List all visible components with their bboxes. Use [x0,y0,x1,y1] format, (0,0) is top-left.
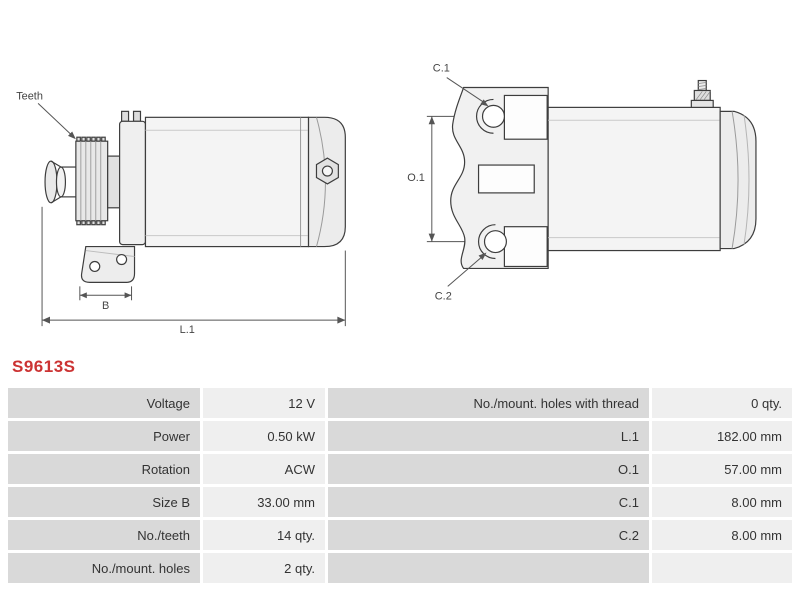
drawing-svg: L.1 B [16,63,757,336]
spec-value: 2 qty. [203,553,325,583]
flange-window-top [503,94,548,140]
teeth-callout [37,103,76,140]
dim-b-label: B [102,300,109,312]
spec-value: ACW [203,454,325,484]
spec-value: 14 qty. [203,520,325,550]
motor-body [144,116,310,248]
spec-table: Voltage 12 V No./mount. holes with threa… [8,388,792,583]
dim-o1-label: O.1 [407,172,425,184]
spec-value: 33.00 mm [203,487,325,517]
shaft-end [44,160,76,204]
spec-label: No./teeth [8,520,200,550]
spec-label [328,553,649,583]
hole-c1 [475,98,505,134]
spec-value: 182.00 mm [652,421,792,451]
spec-label: Rotation [8,454,200,484]
spec-value [652,553,792,583]
spec-value: 0.50 kW [203,421,325,451]
flange-window-bottom [503,226,548,268]
part-number: S9613S [12,357,76,376]
spec-label: O.1 [328,454,649,484]
hole-c2 [477,224,507,260]
c1-callout [446,77,489,107]
terminal-stud [690,79,714,108]
dim-l1-label: L.1 [180,324,195,336]
spec-value: 8.00 mm [652,487,792,517]
teeth-label: Teeth [16,90,43,102]
technical-drawing: L.1 B [16,63,757,336]
spec-label: No./mount. holes [8,553,200,583]
spec-value: 8.00 mm [652,520,792,550]
spec-label: C.2 [328,520,649,550]
hole-c1-label: C.1 [433,63,450,75]
dimension-b [79,286,133,301]
mounting-bracket [80,245,136,283]
shaft-collar [107,155,121,209]
rear-end-cap [307,116,346,248]
spec-value: 0 qty. [652,388,792,418]
spec-label: Power [8,421,200,451]
rear-motor-body [547,106,721,252]
spec-label: L.1 [328,421,649,451]
motor-side-view: L.1 B [16,90,346,336]
dimension-l1 [41,206,346,327]
rear-end-cap-2 [719,110,757,250]
spec-label: C.1 [328,487,649,517]
c2-callout [447,252,487,287]
flange-window-center [477,164,535,194]
spec-value: 57.00 mm [652,454,792,484]
front-end-bell [119,110,147,246]
drive-gear [75,136,109,226]
motor-rear-view: O.1 C. [407,63,757,302]
spec-label: Size B [8,487,200,517]
hole-c2-label: C.2 [435,290,452,302]
spec-label: No./mount. holes with thread [328,388,649,418]
spec-label: Voltage [8,388,200,418]
spec-value: 12 V [203,388,325,418]
